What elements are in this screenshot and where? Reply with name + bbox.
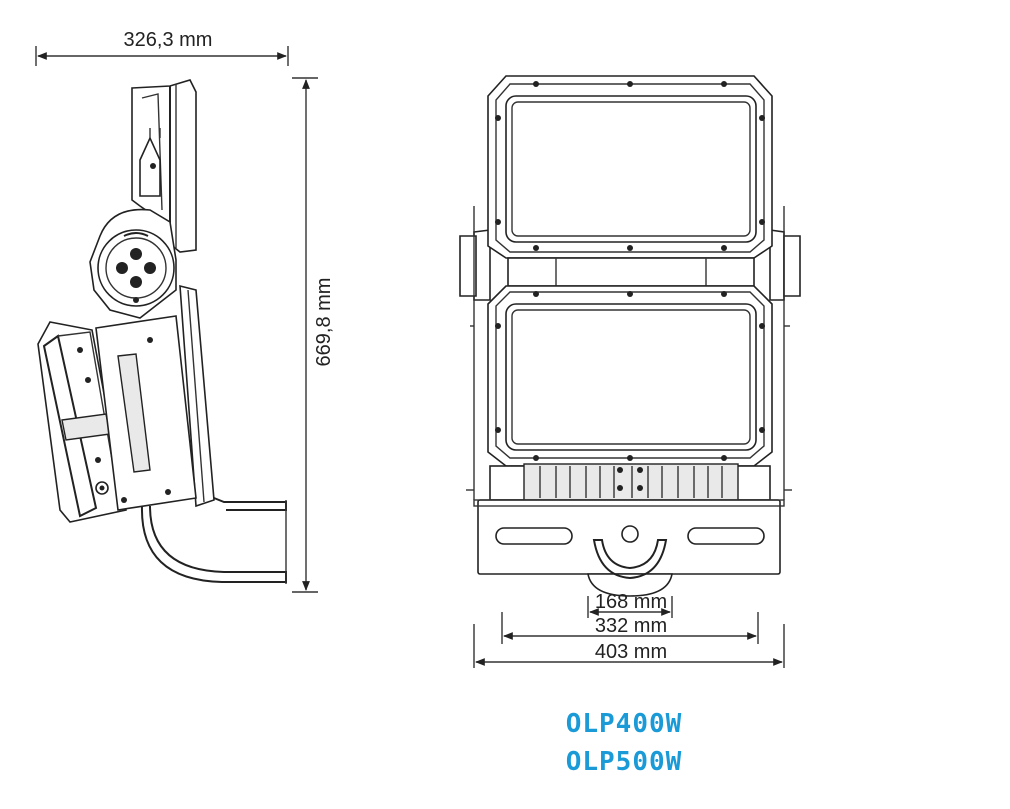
upper-led-panel	[487, 75, 773, 259]
right-slot	[687, 527, 765, 545]
lower-panel-screws	[495, 291, 765, 461]
height-label: 669,8 mm	[313, 278, 335, 367]
upper-panel-screws	[495, 81, 765, 251]
side-arms	[459, 206, 801, 500]
left-slot	[495, 527, 573, 545]
lower-led-panel	[487, 285, 773, 467]
model-label-400w: OLP400W	[566, 709, 683, 739]
center-heatsink	[507, 257, 755, 287]
base-bracket	[473, 499, 785, 597]
front-view: 168 mm 332 mm 403 mm	[459, 75, 801, 668]
dim-168-label: 168 mm	[595, 591, 667, 613]
hinge-joint	[89, 208, 177, 319]
bracket-dimensions: 168 mm 332 mm 403 mm	[473, 591, 785, 668]
side-view: 326,3 mm 669,8 mm	[35, 29, 335, 593]
center-pivot-hole	[621, 525, 639, 543]
dim-332-label: 332 mm	[595, 615, 667, 637]
model-label-500w: OLP500W	[566, 747, 683, 777]
lower-lamp-head	[179, 284, 215, 508]
dim-403-label: 403 mm	[595, 641, 667, 663]
driver-terminal-block	[489, 463, 771, 501]
upper-lamp-head	[131, 79, 197, 253]
side-width-label: 326,3 mm	[124, 29, 213, 51]
height-dimension: 669,8 mm	[292, 77, 335, 593]
mounting-plate	[95, 315, 197, 511]
side-width-dimension: 326,3 mm	[35, 29, 289, 66]
yoke-bracket	[140, 497, 287, 584]
